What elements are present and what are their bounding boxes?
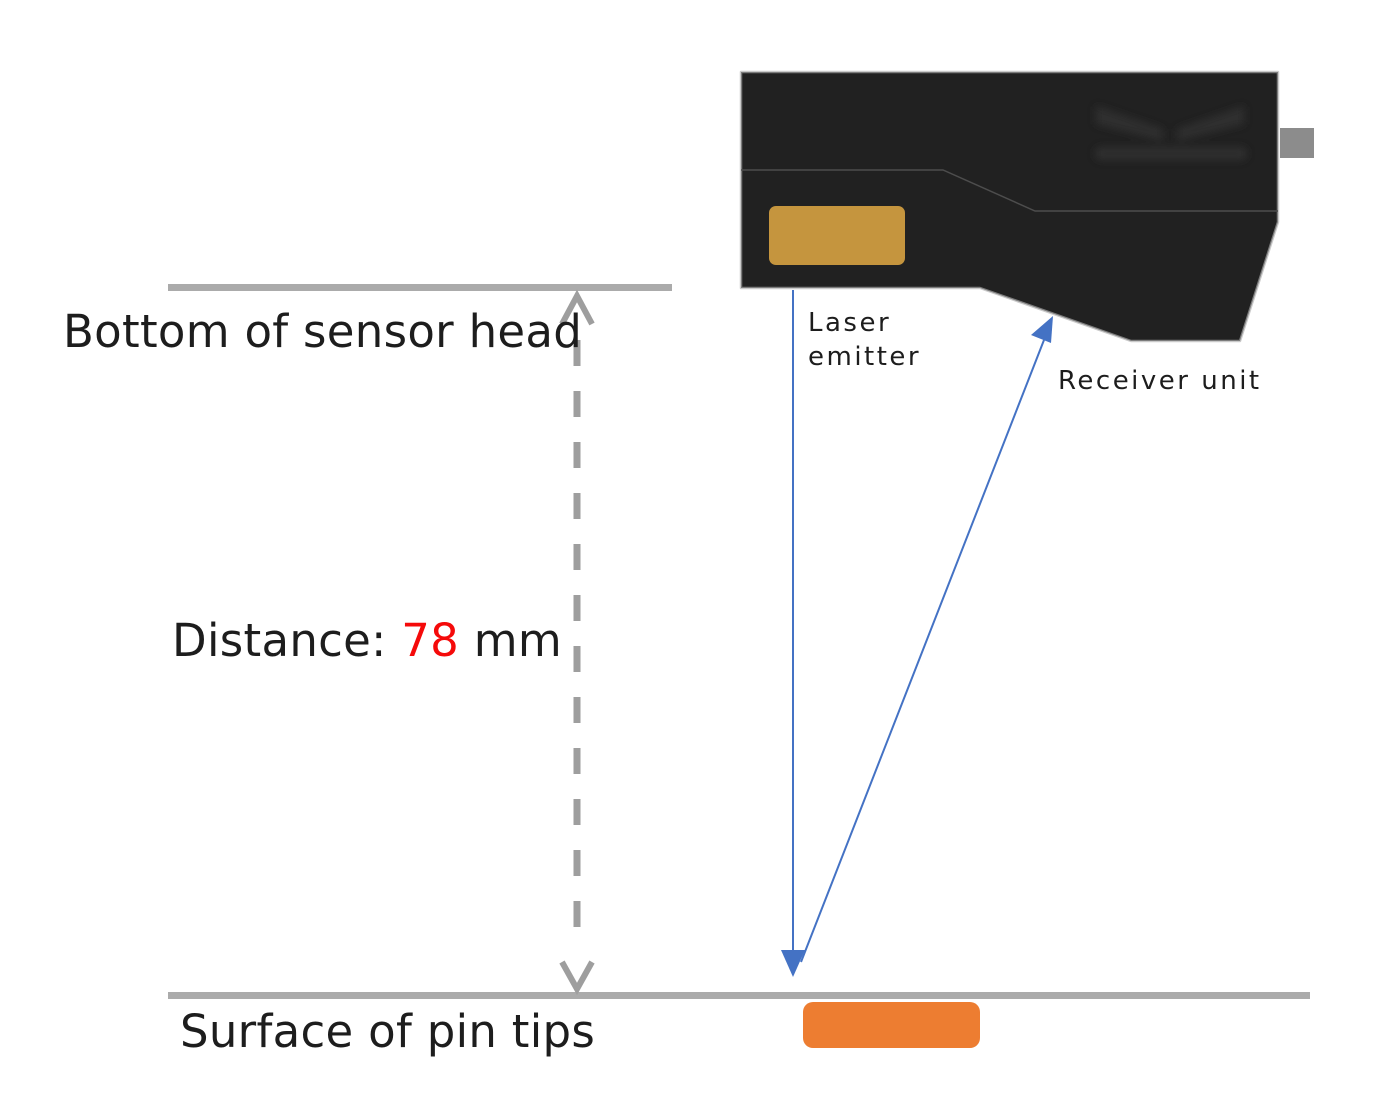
sensor-brand-logo-blurred-icon (1095, 106, 1247, 160)
dimension-arrow-down-icon (559, 960, 595, 996)
label-laser-emitter: Laser emitter (808, 308, 922, 372)
sensor-head-reference-line (168, 284, 672, 291)
laser-emitter-window (769, 206, 905, 265)
reflected-beam-arrowhead-icon (1031, 316, 1053, 343)
laser-beam-paths (781, 290, 1053, 977)
label-distance: Distance: 78 mm (172, 616, 562, 666)
logo-text-smudge (1095, 147, 1247, 160)
reflected-beam-line (800, 339, 1045, 963)
sensor-head (739, 70, 1314, 343)
dimension-arrow-up-icon (559, 289, 595, 326)
connector-tab (1280, 128, 1314, 158)
label-surface-of-pin-tips: Surface of pin tips (180, 1005, 596, 1058)
distance-value: 78 (401, 614, 460, 667)
distance-dimension-line (559, 289, 595, 996)
distance-prefix: Distance: (172, 614, 387, 667)
sensor-seam-line (741, 169, 1278, 212)
logo-left-wing (1096, 106, 1163, 141)
logo-right-wing (1177, 106, 1244, 141)
distance-unit: mm (473, 614, 563, 667)
label-receiver-unit: Receiver unit (1058, 366, 1262, 396)
sensor-body (739, 70, 1280, 343)
reference-lines (168, 284, 1310, 999)
label-bottom-of-sensor-head: Bottom of sensor head (63, 305, 583, 358)
pin-surface-reference-line (168, 992, 1310, 999)
pin-tips-block (803, 1002, 980, 1048)
emitted-beam-arrowhead-icon (781, 950, 805, 977)
